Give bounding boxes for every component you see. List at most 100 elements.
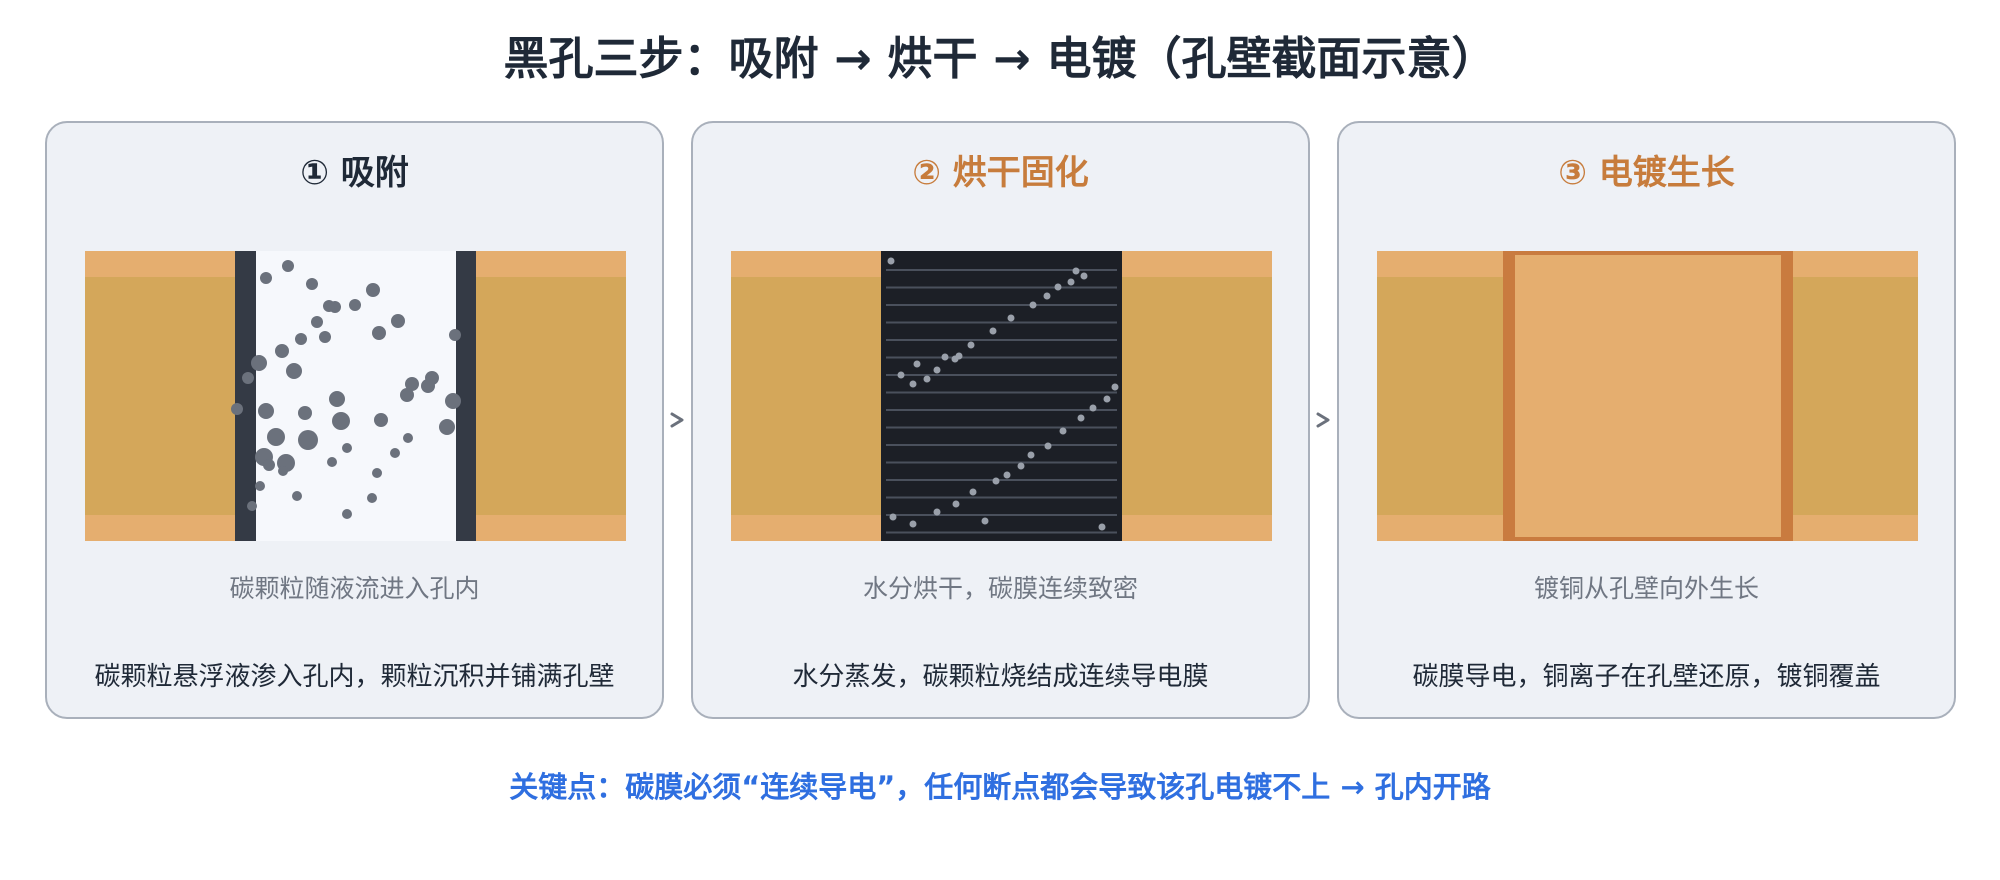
sintered-particle <box>989 327 997 335</box>
sintered-particle <box>897 371 905 379</box>
sintered-particle <box>1044 442 1052 450</box>
sintered-particle <box>933 508 941 516</box>
carbon-particle <box>449 329 461 341</box>
step-description: 碳膜导电，铜离子在孔壁还原，镀铜覆盖 <box>1412 662 1881 692</box>
plating-cross-section <box>1377 251 1918 541</box>
sintered-particle <box>889 513 897 521</box>
sintered-particle <box>909 520 917 528</box>
sintered-particle <box>1029 301 1037 309</box>
carbon-particle <box>306 278 318 290</box>
carbon-particle <box>372 468 382 478</box>
step-panel-plating: ③ 电镀生长 镀铜从孔壁向外生长 碳膜导电，铜离子在孔壁还原，镀铜覆盖 <box>1337 121 1956 719</box>
carbon-particle <box>247 501 257 511</box>
sintered-particle <box>1111 383 1119 391</box>
carbon-particle <box>366 283 380 297</box>
sintered-particle <box>1089 404 1097 412</box>
sintered-particle <box>1017 462 1025 470</box>
sintered-particle <box>969 488 977 496</box>
sintered-particle <box>1027 451 1035 459</box>
carbon-particle <box>327 457 337 467</box>
carbon-particle <box>311 316 323 328</box>
carbon-particles <box>231 260 461 519</box>
sintered-particle <box>1059 427 1067 435</box>
carbon-particle <box>445 393 461 409</box>
sintered-particle <box>1003 471 1011 479</box>
step-heading: ② 烘干固化 <box>912 153 1089 193</box>
sintered-particle <box>941 353 949 361</box>
carbon-particle <box>255 481 265 491</box>
step-heading: ① 吸附 <box>300 153 409 193</box>
carbon-particle <box>292 491 302 501</box>
carbon-particle <box>267 428 285 446</box>
sintered-particle <box>952 500 960 508</box>
carbon-particle <box>242 372 254 384</box>
carbon-particle <box>295 333 307 345</box>
carbon-particle <box>367 493 377 503</box>
carbon-particle <box>439 419 455 435</box>
dried-carbon-hole <box>881 251 1122 541</box>
sintered-particle <box>1072 267 1080 275</box>
carbon-particle <box>405 377 419 391</box>
carbon-particle <box>319 331 331 343</box>
carbon-particle <box>342 509 352 519</box>
carbon-particle <box>421 379 435 393</box>
sintered-particle <box>967 341 975 349</box>
step-panel-adsorption: ① 吸附 碳颗粒随液流进入孔内 碳颗粒悬浮液渗入孔内，颗粒沉积并铺满孔壁 <box>45 121 664 719</box>
carbon-particle <box>258 403 274 419</box>
step-description: 碳颗粒悬浮液渗入孔内，颗粒沉积并铺满孔壁 <box>94 662 615 692</box>
step-heading: ③ 电镀生长 <box>1558 153 1735 193</box>
sintered-particle <box>1043 292 1051 300</box>
sintered-particle <box>992 477 1000 485</box>
hole-interior <box>256 251 456 541</box>
carbon-particle <box>372 326 386 340</box>
sintered-particle <box>981 517 989 525</box>
plated-hole-fill <box>1515 255 1781 537</box>
carbon-particle <box>332 412 350 430</box>
carbon-particle <box>275 344 289 358</box>
carbon-particle <box>231 403 243 415</box>
carbon-particle <box>286 363 302 379</box>
carbon-particle <box>298 430 318 450</box>
carbon-particle <box>391 314 405 328</box>
carbon-particle <box>263 459 275 471</box>
sintered-particle <box>887 257 895 265</box>
sintered-particle <box>913 360 921 368</box>
step-caption: 碳颗粒随液流进入孔内 <box>229 574 480 603</box>
sintered-particle <box>933 366 941 374</box>
arrow-right-icon <box>1316 412 1330 428</box>
page-title: 黑孔三步：吸附 → 烘干 → 电镀（孔壁截面示意） <box>503 32 1497 85</box>
carbon-particle <box>390 448 400 458</box>
carbon-particle <box>329 391 345 407</box>
sintered-particle <box>955 352 963 360</box>
carbon-particle <box>260 272 272 284</box>
key-point-note: 关键点：碳膜必须“连续导电”，任何断点都会导致该孔电镀不上 → 孔内开路 <box>509 770 1491 804</box>
carbon-particle <box>374 413 388 427</box>
carbon-particle <box>403 433 413 443</box>
carbon-particle <box>278 466 288 476</box>
carbon-particle <box>400 388 414 402</box>
sintered-particle <box>1054 283 1062 291</box>
arrow-right-icon <box>670 412 684 428</box>
step-caption: 镀铜从孔壁向外生长 <box>1533 574 1759 603</box>
carbon-particle <box>323 300 335 312</box>
sintered-particle <box>1067 278 1075 286</box>
sintered-particle <box>923 375 931 383</box>
sintered-particle <box>1077 414 1085 422</box>
carbon-particle <box>298 406 312 420</box>
step-description: 水分蒸发，碳颗粒烧结成连续导电膜 <box>792 662 1209 692</box>
step-caption: 水分烘干，碳膜连续致密 <box>862 574 1138 603</box>
carbon-particle <box>251 355 267 371</box>
adsorption-cross-section <box>85 251 626 541</box>
sintered-particle <box>1080 272 1088 280</box>
carbon-particle <box>282 260 294 272</box>
sintered-particle <box>1103 395 1111 403</box>
sintered-particle <box>1098 523 1106 531</box>
carbon-particle <box>349 299 361 311</box>
step-panel-drying: ② 烘干固化 水分烘干，碳膜连续致密 水分蒸发，碳颗粒烧结成连续导电膜 <box>691 121 1310 719</box>
sintered-particle <box>1007 314 1015 322</box>
sintered-particles <box>887 257 1119 531</box>
carbon-film-lines <box>886 269 1117 534</box>
sintered-particle <box>909 380 917 388</box>
carbon-particle <box>342 443 352 453</box>
drying-cross-section <box>731 251 1272 541</box>
